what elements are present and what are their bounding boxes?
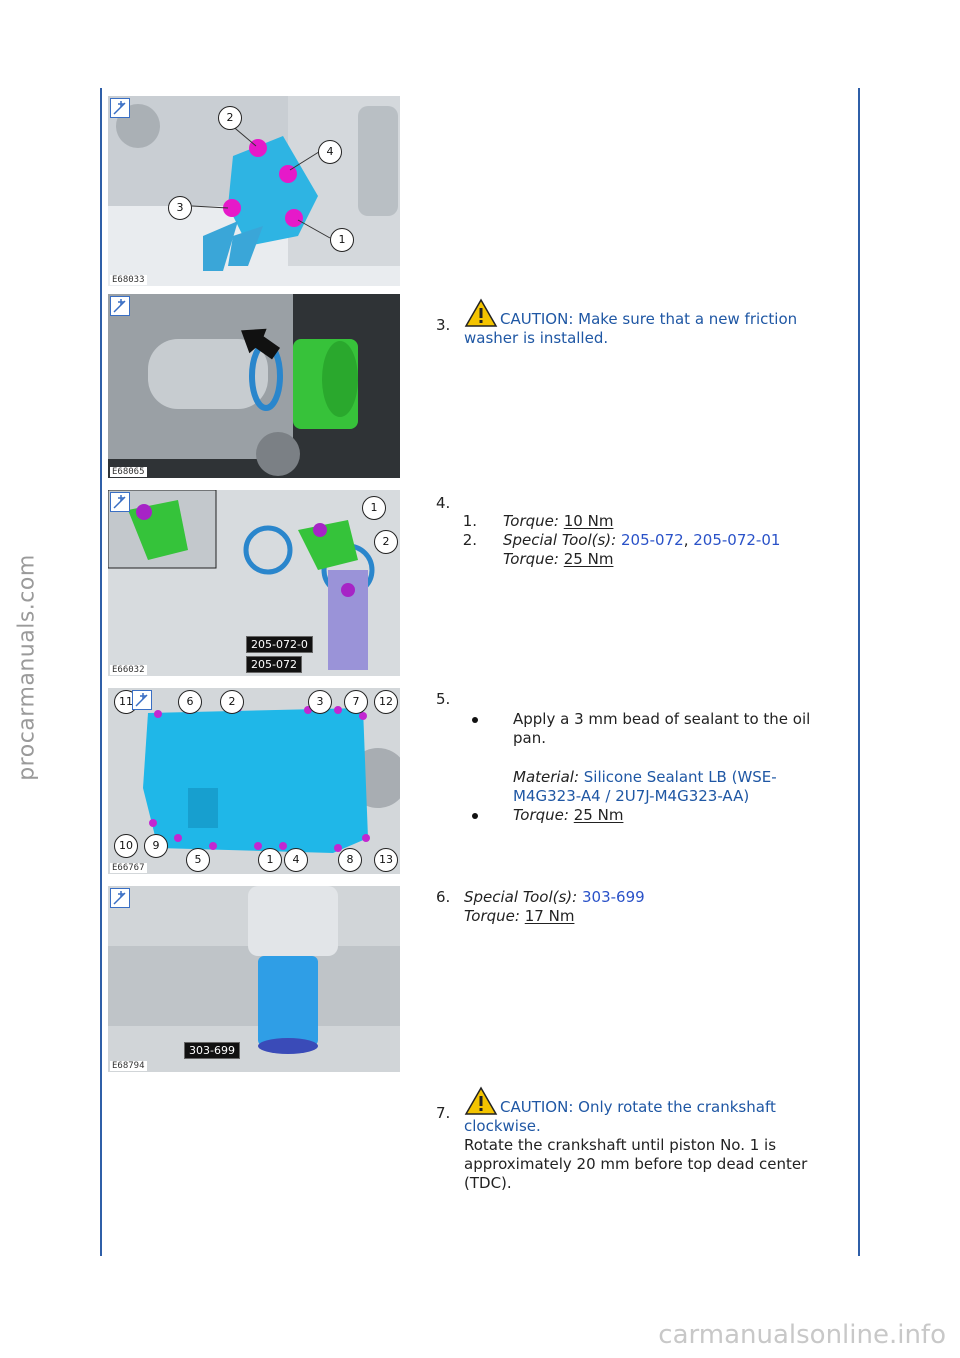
substep-1: 1. Torque: 10 Nm <box>436 512 836 531</box>
zoom-icon[interactable] <box>110 98 130 118</box>
figure-e68033[interactable]: 2 4 3 1 E68033 <box>108 96 400 286</box>
figure-illustration <box>108 294 400 478</box>
torque-value[interactable]: 10 Nm <box>563 512 614 530</box>
step-7: 7. CAUTION: Only rotate the crankshaft c… <box>436 1086 836 1193</box>
callout-1: 1 <box>330 228 354 252</box>
callout-10: 10 <box>114 834 138 858</box>
callout-7: 7 <box>344 690 368 714</box>
material-value: Silicone Sealant LB (WSE-M4G323-A4 / 2U7… <box>513 768 777 805</box>
step-6: 6. Special Tool(s): 303-699 Torque: 17 N… <box>436 888 836 926</box>
figure-e68794[interactable]: 303-699 E68794 <box>108 886 400 1072</box>
bullet-torque: Torque: 25 Nm <box>436 806 836 825</box>
torque-label: Torque: <box>513 806 569 824</box>
figure-code: E68794 <box>110 1061 147 1071</box>
torque-label: Torque: <box>464 907 520 925</box>
callout-2: 2 <box>374 530 398 554</box>
substep-2: 2. Special Tool(s): 205-072, 205-072-01 … <box>436 531 836 569</box>
step-number: 7. <box>436 1104 451 1122</box>
callout-4: 4 <box>318 140 342 164</box>
side-watermark: procarmanuals.com <box>14 554 40 781</box>
special-tools-label: Special Tool(s): <box>503 531 617 549</box>
callout-8: 8 <box>338 848 362 872</box>
material-label: Material: <box>513 768 579 786</box>
bullet-text: Apply a 3 mm bead of sealant to the oil … <box>513 710 811 747</box>
caution-label: CAUTION: Only rotate the crankshaft cloc… <box>464 1098 776 1135</box>
warning-icon <box>464 298 498 327</box>
tool-label-303-699: 303-699 <box>184 1042 240 1059</box>
callout-1: 1 <box>258 848 282 872</box>
figure-code: E68065 <box>110 467 147 477</box>
figure-illustration <box>108 886 400 1072</box>
torque-label: Torque: <box>503 550 559 568</box>
torque-value[interactable]: 25 Nm <box>563 550 614 568</box>
callout-1: 1 <box>362 496 386 520</box>
callout-3: 3 <box>168 196 192 220</box>
torque-label: Torque: <box>503 512 559 530</box>
bullet-sealant: Apply a 3 mm bead of sealant to the oil … <box>436 710 836 748</box>
left-border-line <box>100 88 102 1256</box>
tool-label-205-072: 205-072 <box>246 656 302 673</box>
right-border-line <box>858 88 860 1256</box>
figure-e66767[interactable]: 11 6 2 3 7 12 10 9 5 1 4 8 13 E66767 <box>108 688 400 874</box>
callout-5: 5 <box>186 848 210 872</box>
zoom-icon[interactable] <box>110 296 130 316</box>
material-line: Material: Silicone Sealant LB (WSE-M4G32… <box>513 768 833 806</box>
zoom-icon[interactable] <box>110 888 130 908</box>
figure-code: E66767 <box>110 863 147 873</box>
substep-number: 1. <box>462 512 477 530</box>
special-tools-label: Special Tool(s): <box>464 888 578 906</box>
caution-text: CAUTION: Make sure that a new friction w… <box>464 298 836 348</box>
figure-code: E68033 <box>110 275 147 285</box>
step-number: 5. <box>436 690 451 708</box>
callout-13: 13 <box>374 848 398 872</box>
caution-label: CAUTION: Make sure that a new friction w… <box>464 310 798 347</box>
step-number: 3. <box>436 316 451 334</box>
tool-link-205-072-01[interactable]: 205-072-01 <box>693 531 781 549</box>
torque-value[interactable]: 17 Nm <box>524 907 575 925</box>
callout-3: 3 <box>308 690 332 714</box>
callout-2: 2 <box>220 690 244 714</box>
callout-4: 4 <box>284 848 308 872</box>
step-4: 4. 1. Torque: 10 Nm 2. Special Tool(s): … <box>436 494 836 569</box>
torque-value[interactable]: 25 Nm <box>573 806 624 824</box>
step-5: 5. Apply a 3 mm bead of sealant to the o… <box>436 690 836 825</box>
zoom-icon[interactable] <box>110 492 130 512</box>
step-text: Rotate the crankshaft until piston No. 1… <box>464 1136 808 1192</box>
caution-text: CAUTION: Only rotate the crankshaft cloc… <box>464 1086 836 1136</box>
step-3: 3. CAUTION: Make sure that a new frictio… <box>436 298 836 348</box>
figure-code: E66032 <box>110 665 147 675</box>
zoom-icon[interactable] <box>132 690 152 710</box>
callout-9: 9 <box>144 834 168 858</box>
callout-6: 6 <box>178 690 202 714</box>
figure-illustration <box>108 96 400 286</box>
tool-link-303-699[interactable]: 303-699 <box>582 888 645 906</box>
substep-number: 2. <box>462 531 477 549</box>
figure-e68065[interactable]: E68065 <box>108 294 400 478</box>
warning-icon <box>464 1086 498 1115</box>
figure-e66032[interactable]: 1 2 205-072-0 205-072 E66032 <box>108 490 400 676</box>
step-number: 4. <box>436 494 451 512</box>
tool-label-205-072-0: 205-072-0 <box>246 636 313 653</box>
tool-link-205-072[interactable]: 205-072 <box>621 531 684 549</box>
bullet-dot <box>472 717 478 723</box>
callout-2: 2 <box>218 106 242 130</box>
bottom-watermark: carmanualsonline.info <box>658 1320 946 1350</box>
bullet-dot <box>472 813 478 819</box>
tool-separator: , <box>683 531 689 549</box>
step-number: 6. <box>436 888 451 906</box>
callout-12: 12 <box>374 690 398 714</box>
